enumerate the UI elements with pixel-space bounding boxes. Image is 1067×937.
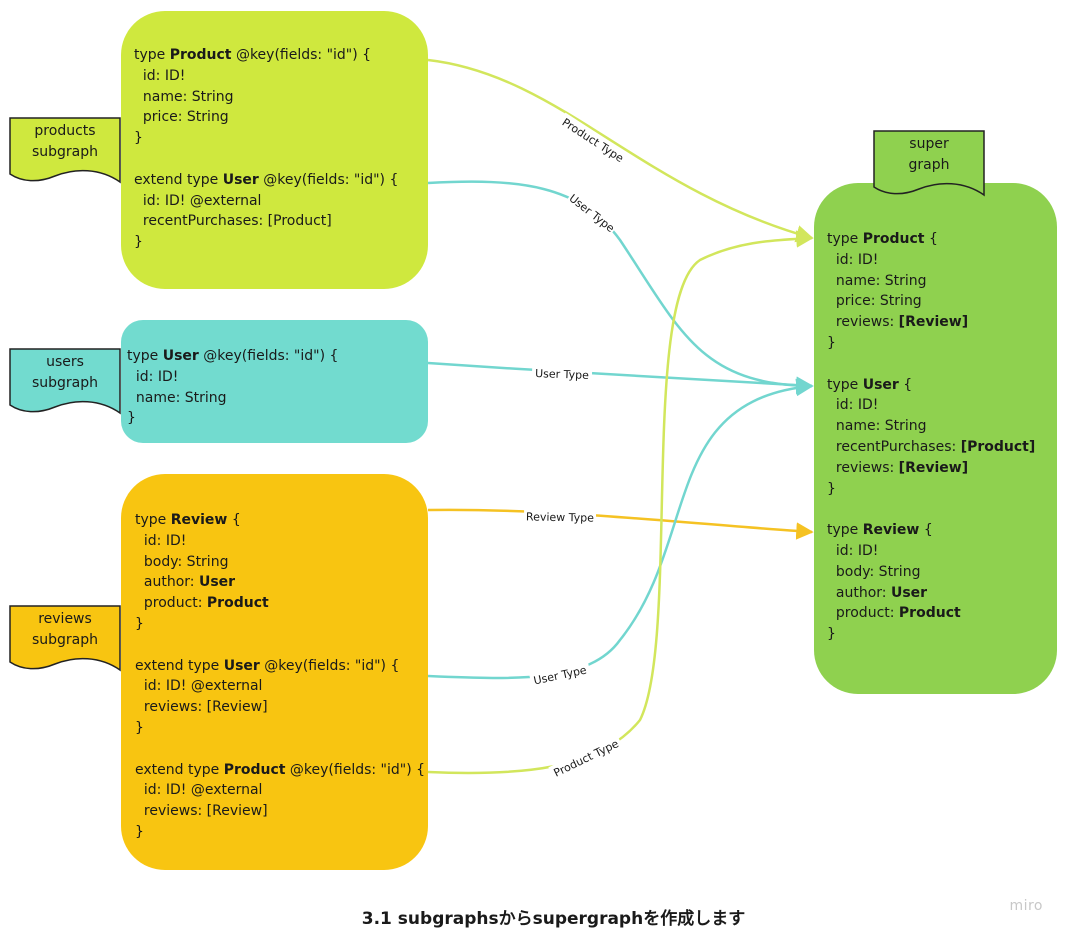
super-type-product: Product: [862, 231, 925, 247]
diagram-caption: 3.1 subgraphsからsupergraphを作成します: [361, 909, 746, 929]
users-type-user: User: [162, 348, 199, 364]
edge-label-products-product: Product Type: [560, 116, 626, 165]
edge-products-product[interactable]: [427, 58, 814, 243]
super-type-review: Review: [862, 522, 920, 539]
edge-label-users-user: User Type: [535, 367, 589, 382]
super-type-user: User: [862, 376, 899, 393]
reviews-type-review: Review: [170, 512, 228, 528]
users-schema: type User @key(fields: "id") { id: ID! n…: [127, 348, 339, 427]
miro-logo: miro: [1009, 898, 1043, 914]
edge-label-reviews-review: Review Type: [526, 510, 594, 524]
products-schema: type Product @key(fields: "id") { id: ID…: [134, 47, 399, 251]
products-subgraph-box[interactable]: type Product @key(fields: "id") { id: ID…: [121, 11, 428, 289]
edge-reviews-review[interactable]: [427, 508, 814, 540]
edge-reviews-product[interactable]: [427, 230, 814, 775]
edge-label-reviews-product: Product Type: [552, 737, 621, 780]
supergraph-box[interactable]: type Product { id: ID! name: String pric…: [814, 183, 1057, 694]
reviews-type-product: Product: [223, 761, 286, 778]
products-type-product: Product: [169, 47, 232, 63]
edge-label-products-user: User Type: [566, 192, 617, 236]
edge-users-user[interactable]: [427, 361, 814, 394]
supergraph-schema: type Product { id: ID! name: String pric…: [827, 231, 1036, 643]
edge-reviews-user[interactable]: [427, 378, 814, 680]
reviews-type-user: User: [223, 657, 260, 674]
products-type-user: User: [222, 171, 259, 188]
reviews-schema: type Review { id: ID! body: String autho…: [135, 512, 426, 840]
users-subgraph-box[interactable]: type User @key(fields: "id") { id: ID! n…: [121, 320, 428, 443]
reviews-subgraph-box[interactable]: type Review { id: ID! body: String autho…: [121, 474, 428, 870]
edge-products-user[interactable]: [427, 180, 814, 395]
